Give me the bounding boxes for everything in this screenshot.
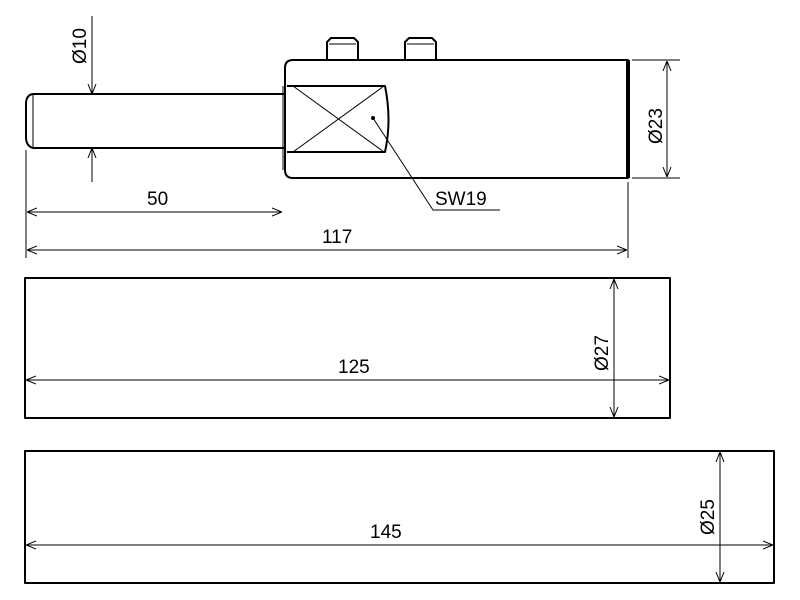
hex-flat-outline xyxy=(287,85,390,153)
dim-total-length-label: 117 xyxy=(322,227,352,248)
dim-bar-2-dia-label: Ø27 xyxy=(592,335,613,371)
body-outline xyxy=(284,59,629,179)
hex-cross-line-2 xyxy=(292,85,385,153)
part-1-stepped-pin: Ø10 Ø23 SW19 50 117 xyxy=(25,16,680,258)
dim-pin-dia-label: Ø10 xyxy=(70,28,91,64)
bar-3-outline xyxy=(24,450,775,584)
part-2-bar: 125 Ø27 xyxy=(24,277,671,419)
top-nipple-2 xyxy=(404,37,437,60)
dim-bar-3-dia-label: Ø25 xyxy=(698,499,719,535)
dim-bar-3-length-label: 145 xyxy=(370,522,402,543)
wrench-leader-line xyxy=(372,117,500,211)
part-3-bar: 145 Ø25 xyxy=(24,450,775,584)
bar-2-outline xyxy=(24,277,671,419)
pin-shaft-outline xyxy=(25,93,285,149)
dim-body-dia-label: Ø23 xyxy=(646,108,667,144)
wrench-size-label: SW19 xyxy=(435,189,487,210)
top-nipple-1 xyxy=(326,37,359,60)
dim-pin-length-label: 50 xyxy=(147,189,168,210)
dim-bar-2-length-label: 125 xyxy=(338,357,370,378)
